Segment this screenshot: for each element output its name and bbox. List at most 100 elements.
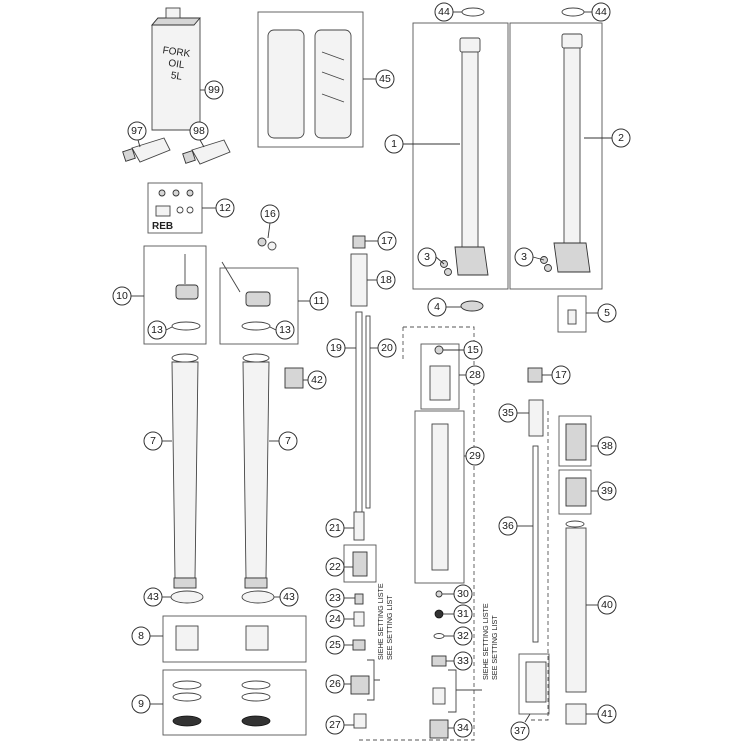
- svg-text:2: 2: [618, 132, 624, 144]
- fork-oil-can: FORK OIL 5L: [151, 7, 201, 131]
- svg-text:3: 3: [521, 251, 527, 263]
- leader-3b: [532, 256, 545, 261]
- callout-45: 45: [375, 69, 395, 89]
- plug-4: [460, 300, 484, 312]
- svg-text:99: 99: [208, 84, 220, 96]
- callout-32: 32: [453, 626, 473, 646]
- callout-19: 19: [326, 338, 346, 358]
- callout-16: 16: [260, 204, 280, 224]
- outer-tube-right-box: [509, 22, 603, 290]
- svg-text:32: 32: [457, 630, 469, 642]
- svg-text:8: 8: [138, 630, 144, 642]
- svg-text:41: 41: [601, 708, 613, 720]
- damper-cartridge-box: [414, 410, 465, 584]
- callout-98: 98: [189, 121, 209, 141]
- callout-33: 33: [453, 651, 473, 671]
- callout-18: 18: [376, 270, 396, 290]
- callout-36: 36: [498, 516, 518, 536]
- o-ring-44-left: [461, 7, 485, 17]
- callout-17-lower: 17: [551, 365, 571, 385]
- svg-text:18: 18: [380, 274, 392, 286]
- screws-3-right: [540, 256, 552, 272]
- svg-text:16: 16: [264, 208, 276, 220]
- cartridge-assembly-dashed-frame: [530, 411, 549, 721]
- svg-text:9: 9: [138, 698, 144, 710]
- callout-30: 30: [453, 584, 473, 604]
- outer-tube-left: [454, 37, 489, 276]
- callout-26: 26: [325, 674, 345, 694]
- svg-text:3: 3: [424, 251, 430, 263]
- callout-44-right: 44: [591, 2, 611, 22]
- svg-text:44: 44: [595, 6, 607, 18]
- small-parts-16: [257, 237, 277, 251]
- foot-guard-43-left: [170, 590, 204, 604]
- callout-27: 27: [325, 715, 345, 735]
- bushings-8: [175, 625, 269, 651]
- callout-99: 99: [204, 80, 224, 100]
- piston-rod-column: [350, 235, 371, 729]
- svg-text:36: 36: [502, 520, 514, 532]
- leader-13b: [269, 326, 277, 331]
- fork-cap-right-box: [219, 267, 299, 345]
- callout-22: 22: [325, 557, 345, 577]
- callout-8: 8: [131, 626, 151, 646]
- svg-text:33: 33: [457, 655, 469, 667]
- screw-kit-12: REB: [152, 189, 194, 232]
- setting-note-de-left: SIEHE SETTING LISTE: [376, 583, 385, 660]
- callout-7-right: 7: [278, 431, 298, 451]
- callout-2: 2: [611, 128, 631, 148]
- svg-text:20: 20: [381, 342, 393, 354]
- setting-note-en-right: SEE SETTING LIST: [490, 615, 499, 680]
- oil-can-text-2: OIL: [168, 58, 186, 71]
- callout-41: 41: [597, 704, 617, 724]
- callout-15: 15: [463, 340, 483, 360]
- callout-42: 42: [307, 370, 327, 390]
- callout-9: 9: [131, 694, 151, 714]
- callout-43-right: 43: [279, 587, 299, 607]
- svg-text:15: 15: [467, 344, 479, 356]
- callout-1: 1: [384, 134, 404, 154]
- callout-24: 24: [325, 609, 345, 629]
- leader-37: [524, 713, 531, 723]
- callout-44-left: 44: [434, 2, 454, 22]
- callout-17-upper: 17: [377, 231, 397, 251]
- callout-25: 25: [325, 635, 345, 655]
- callout-20: 20: [377, 338, 397, 358]
- svg-text:40: 40: [601, 599, 613, 611]
- callout-3-left: 3: [417, 247, 437, 267]
- callout-28: 28: [465, 365, 485, 385]
- svg-text:29: 29: [469, 450, 481, 462]
- svg-text:4: 4: [434, 301, 440, 313]
- bleeder-screw-box: [557, 295, 587, 333]
- foot-guard-43-right: [241, 590, 275, 604]
- fork-cap-left: [171, 254, 201, 331]
- svg-text:22: 22: [329, 561, 341, 573]
- callout-3-right: 3: [514, 247, 534, 267]
- svg-text:42: 42: [311, 374, 323, 386]
- svg-text:17: 17: [555, 369, 567, 381]
- damper-cartridge-column: [429, 345, 451, 739]
- svg-text:13: 13: [151, 324, 163, 336]
- svg-text:24: 24: [329, 613, 341, 625]
- o-ring-44-right: [561, 7, 585, 17]
- inner-tube-left: [171, 353, 199, 589]
- svg-text:12: 12: [219, 202, 231, 214]
- svg-text:19: 19: [330, 342, 342, 354]
- callout-4: 4: [427, 297, 447, 317]
- svg-text:21: 21: [329, 522, 341, 534]
- callout-31: 31: [453, 604, 473, 624]
- seal-set-box: [162, 669, 307, 736]
- inner-tube-right: [242, 353, 270, 589]
- svg-text:10: 10: [116, 290, 128, 302]
- callout-97: 97: [127, 121, 147, 141]
- callout-39: 39: [597, 481, 617, 501]
- svg-text:26: 26: [329, 678, 341, 690]
- callout-43-left: 43: [143, 587, 163, 607]
- setting-note-en-left: SEE SETTING LIST: [385, 595, 394, 660]
- svg-text:7: 7: [285, 435, 291, 447]
- svg-text:27: 27: [329, 719, 341, 731]
- setting-note-de-right: SIEHE SETTING LISTE: [481, 603, 490, 680]
- svg-text:11: 11: [314, 295, 325, 307]
- damper-assembly-dashed-frame: [358, 326, 475, 741]
- callout-29: 29: [465, 446, 485, 466]
